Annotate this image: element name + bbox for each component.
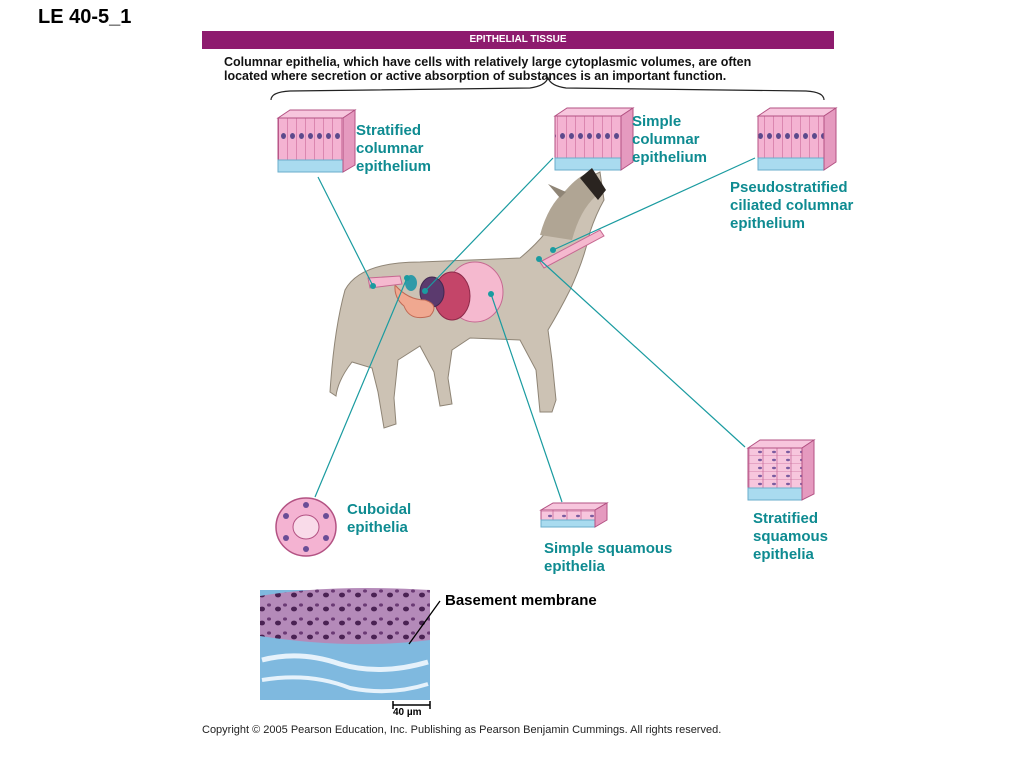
pseudostratified-block (756, 107, 838, 171)
micrograph (260, 588, 430, 700)
leader-lines (314, 157, 756, 503)
label-line: epithelia (347, 519, 408, 536)
label-line: epithelium (356, 158, 432, 175)
label-line: Simple squamous (544, 540, 673, 557)
simple-squamous-block (539, 502, 609, 528)
copyright-notice: Copyright © 2005 Pearson Education, Inc.… (202, 724, 722, 736)
section-banner: EPITHELIAL TISSUE (202, 31, 834, 49)
cuboidal-tube (275, 497, 337, 557)
label-line: Cuboidal (347, 501, 412, 518)
basement-pointer (408, 600, 441, 645)
label-line: epithelia (753, 546, 814, 563)
simple-columnar-block (553, 107, 635, 171)
label-line: epithelium (632, 149, 708, 166)
label-line: Stratified (356, 122, 422, 139)
label-line: epithelium (730, 215, 806, 232)
label-stratified-columnar: Stratified columnar epithelium (356, 122, 431, 176)
label-line: columnar (356, 140, 424, 157)
label-line: Simple (632, 113, 682, 130)
brace (270, 76, 825, 101)
label-simple-columnar: Simple columnar epithelium (632, 113, 707, 167)
label-line: Stratified (753, 510, 819, 527)
stratified-squamous-block (746, 439, 816, 501)
label-stratified-squamous: Stratified squamous epithelia (753, 510, 828, 564)
basement-membrane-label: Basement membrane (445, 592, 597, 609)
slide-title: LE 40-5_1 (38, 6, 132, 28)
intro-text: Columnar epithelia, which have cells wit… (224, 55, 844, 83)
scale-bar-label: 40 µm (393, 707, 422, 718)
intro-line-1: Columnar epithelia, which have cells wit… (224, 55, 752, 69)
label-line: squamous (753, 528, 829, 545)
scale-bar (392, 701, 431, 709)
label-cuboidal: Cuboidal epithelia (347, 501, 411, 537)
label-line: epithelia (544, 558, 605, 575)
label-pseudostratified: Pseudostratified ciliated columnar epith… (730, 179, 853, 233)
intro-line-2: located where secretion or active absorp… (224, 69, 727, 83)
label-simple-squamous: Simple squamous epithelia (544, 540, 672, 576)
label-line: ciliated columnar (730, 197, 854, 214)
stratified-columnar-block (276, 109, 357, 173)
leader-dots (370, 247, 556, 297)
label-line: columnar (632, 131, 700, 148)
label-line: Pseudostratified (730, 179, 848, 196)
